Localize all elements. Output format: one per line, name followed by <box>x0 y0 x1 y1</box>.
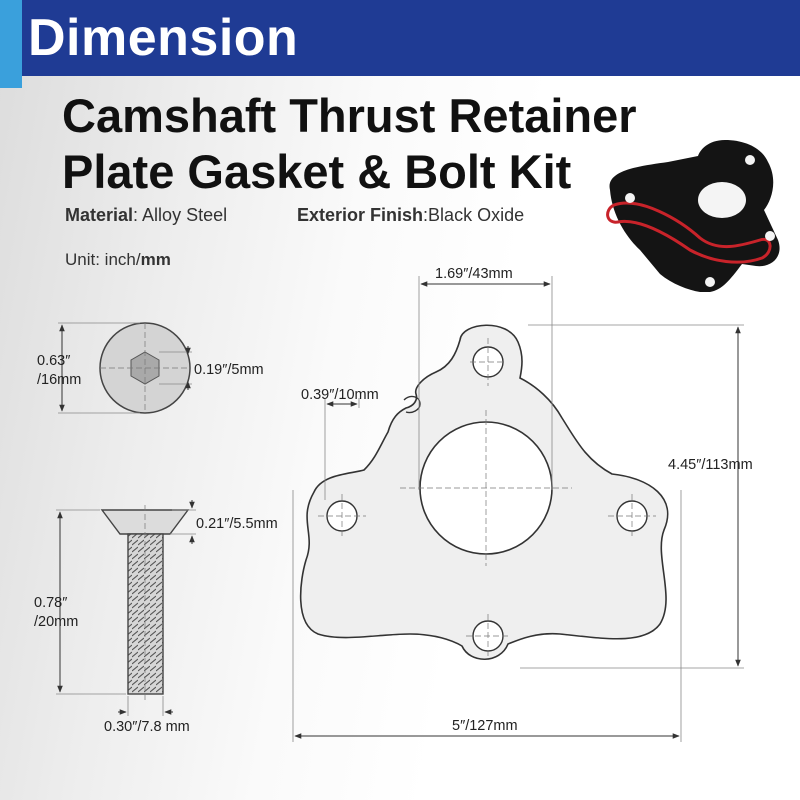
material-label: Material <box>65 205 134 225</box>
product-hole-2 <box>625 193 635 203</box>
plate-width-label: 5″/127mm <box>452 718 518 734</box>
head-diameter-mm-label: /16mm <box>37 372 81 388</box>
bolt-threaded-shank <box>127 533 164 695</box>
product-title: Camshaft Thrust Retainer Plate Gasket & … <box>62 88 722 200</box>
material-spec: Material: Alloy Steel <box>65 205 227 226</box>
bolt-length-mm-label: /20mm <box>34 614 78 630</box>
product-photo <box>606 140 780 292</box>
unit-note: Unit: inch/mm <box>65 250 171 270</box>
product-center-hole <box>698 182 746 218</box>
bolt-length-inch-label: 0.78″ <box>34 595 67 611</box>
bolt-head-top-view <box>58 322 192 414</box>
product-title-line-1: Camshaft Thrust Retainer <box>62 89 637 142</box>
product-title-line-2: Plate Gasket & Bolt Kit <box>62 145 572 198</box>
material-sep: : <box>133 205 139 225</box>
head-diameter-inch-label: 0.63″ <box>37 353 70 369</box>
notch-offset-label: 0.39″/10mm <box>301 387 379 403</box>
hole-spacing-label: 1.69″/43mm <box>435 266 513 282</box>
banner-accent <box>0 0 22 88</box>
head-height-label: 0.21″/5.5mm <box>196 516 278 532</box>
finish-value: Black Oxide <box>428 205 525 225</box>
product-hole-1 <box>745 155 755 165</box>
product-hole-4 <box>705 277 715 287</box>
product-plate-image <box>609 140 780 292</box>
plate-height-label: 4.45″/113mm <box>668 457 753 473</box>
finish-sep: : <box>423 205 429 225</box>
unit-mm: mm <box>140 250 171 269</box>
banner-title: Dimension <box>28 9 299 67</box>
gasket-outline <box>606 201 772 264</box>
plate-notch <box>403 395 421 414</box>
plate-drawing <box>292 276 744 742</box>
bolt-side-view <box>56 500 196 716</box>
title-banner <box>0 0 800 76</box>
thread-diameter-label: 0.30″/7.8 mm <box>104 719 190 735</box>
hex-size-label: 0.19″/5mm <box>194 362 264 378</box>
finish-spec: Exterior Finish:Black Oxide <box>297 205 524 226</box>
material-value: Alloy Steel <box>138 205 228 225</box>
unit-prefix: Unit: inch/ <box>65 250 141 269</box>
bolt-head-profile <box>100 509 190 535</box>
product-hole-3 <box>765 231 775 241</box>
finish-label: Exterior Finish <box>297 205 424 225</box>
